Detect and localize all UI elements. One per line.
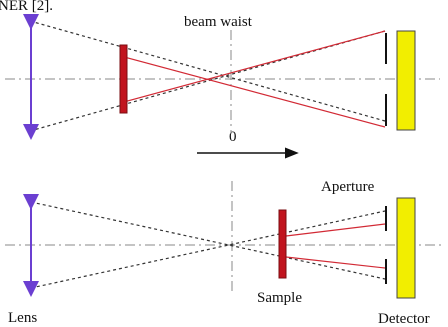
zero-position-label: 0 [229, 129, 237, 145]
bottom-red-beam-upper [285, 223, 386, 237]
detector-label: Detector [378, 311, 430, 327]
sample-label: Sample [257, 290, 302, 306]
top-detector-block [396, 30, 416, 131]
top-red-beam-upper [123, 56, 386, 128]
top-setup [5, 14, 440, 140]
beam-waist-label: beam waist [184, 14, 253, 30]
aperture-label: Aperture [321, 179, 375, 195]
bottom-sample-block [278, 209, 287, 279]
bottom-dashed-beam-lower [30, 210, 386, 289]
header-text-fragment: NER [2]. [0, 0, 53, 14]
bottom-red-beam-lower [285, 256, 386, 269]
bottom-detector-block [396, 197, 416, 299]
bottom-dashed-beam-upper [30, 201, 386, 280]
top-dashed-beam-upper [29, 20, 386, 122]
top-red-beam-lower [123, 30, 386, 103]
top-sample-block [119, 44, 128, 114]
lens-label: Lens [8, 310, 37, 326]
bottom-setup [5, 181, 442, 299]
